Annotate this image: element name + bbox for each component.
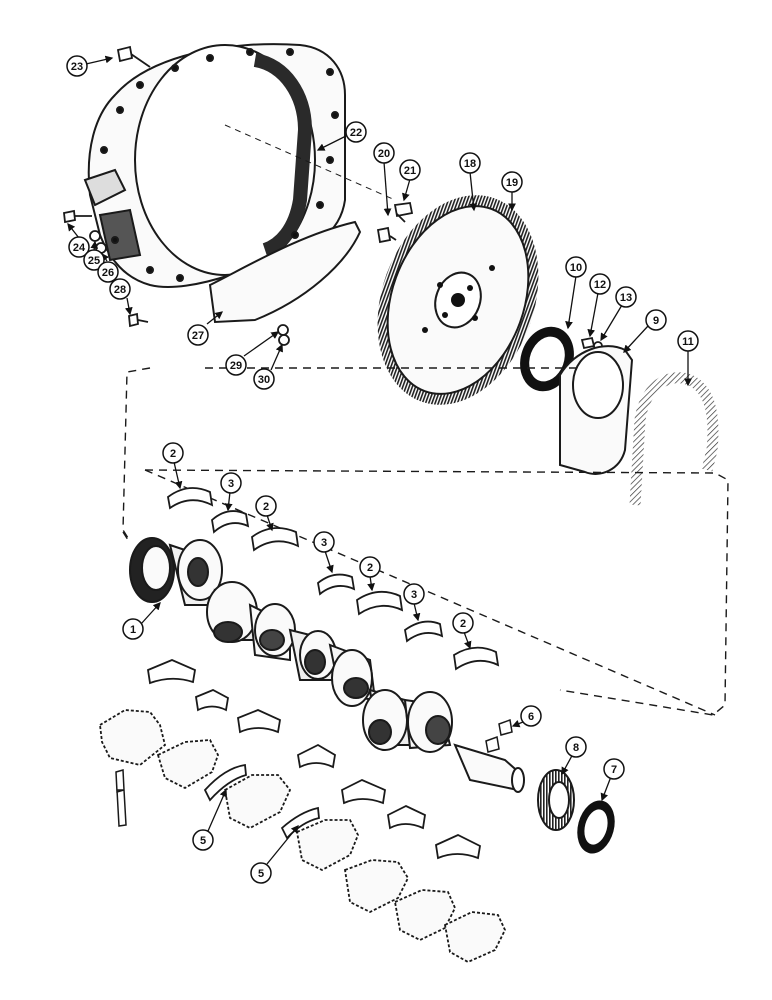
assembly-line-diagonal	[144, 469, 716, 716]
svg-text:11: 11	[682, 336, 694, 348]
callout-3a: 3	[220, 472, 242, 494]
svg-text:5: 5	[258, 868, 264, 880]
assembly-line	[122, 367, 729, 716]
svg-text:25: 25	[88, 255, 100, 267]
svg-text:3: 3	[321, 537, 327, 549]
callout-12: 12	[589, 273, 611, 295]
svg-text:2: 2	[170, 448, 176, 460]
callout-21: 21	[399, 159, 421, 181]
svg-text:10: 10	[570, 262, 582, 274]
callout-20: 20	[373, 142, 395, 164]
front-seal	[577, 800, 615, 854]
crank-gear	[537, 769, 575, 831]
callout-5b: 5	[250, 862, 272, 884]
svg-text:3: 3	[228, 478, 234, 490]
svg-text:30: 30	[258, 374, 270, 386]
svg-text:20: 20	[378, 148, 390, 160]
svg-text:12: 12	[594, 279, 606, 291]
callout-22: 22	[345, 121, 367, 143]
svg-text:18: 18	[464, 158, 476, 170]
callout-26: 26	[97, 261, 119, 283]
svg-text:1: 1	[130, 624, 136, 636]
callout-3b: 3	[313, 531, 335, 553]
callout-2c: 2	[359, 556, 381, 578]
callout-2d: 2	[452, 612, 474, 634]
svg-text:8: 8	[573, 742, 579, 754]
callout-23: 23	[66, 55, 88, 77]
svg-text:27: 27	[192, 330, 204, 342]
callout-13: 13	[615, 286, 637, 308]
callout-2a: 2	[162, 442, 184, 464]
svg-text:24: 24	[73, 242, 86, 254]
flywheel-housing-axis	[224, 124, 396, 201]
svg-text:3: 3	[411, 589, 417, 601]
callout-6: 6	[520, 705, 542, 727]
svg-text:6: 6	[528, 711, 534, 723]
callout-24: 24	[68, 236, 90, 258]
svg-text:21: 21	[404, 165, 416, 177]
callout-30: 30	[253, 368, 275, 390]
callout-11: 11	[677, 330, 699, 352]
keys	[485, 718, 513, 753]
svg-text:13: 13	[620, 292, 632, 304]
seal-retainer-bore	[572, 351, 624, 419]
callout-9: 9	[645, 309, 667, 331]
gasket	[629, 372, 719, 506]
svg-text:29: 29	[230, 360, 242, 372]
callout-5a: 5	[192, 829, 214, 851]
crankshaft	[129, 537, 525, 793]
callout-8: 8	[565, 736, 587, 758]
callouts: 23 22 20 21 18 19 24 25 26 28 27 29 30 1…	[66, 55, 699, 884]
callout-19: 19	[501, 171, 523, 193]
upper-bearing-shells	[167, 487, 500, 671]
svg-text:26: 26	[102, 267, 114, 279]
callout-29: 29	[225, 354, 247, 376]
main-bearing-caps	[99, 709, 506, 964]
flywheel-housing	[83, 43, 346, 288]
svg-text:19: 19	[506, 177, 518, 189]
svg-text:2: 2	[263, 501, 269, 513]
svg-text:5: 5	[200, 835, 206, 847]
lower-bearing-shells	[147, 659, 481, 860]
callout-25: 25	[83, 249, 105, 271]
callout-7: 7	[603, 758, 625, 780]
cover-plate	[208, 220, 362, 324]
svg-text:2: 2	[460, 618, 466, 630]
svg-text:28: 28	[114, 284, 126, 296]
svg-text:7: 7	[611, 764, 617, 776]
callout-2b: 2	[255, 495, 277, 517]
svg-text:22: 22	[350, 127, 362, 139]
cap-bolt	[115, 769, 127, 827]
svg-text:2: 2	[367, 562, 373, 574]
flywheel	[377, 195, 539, 405]
callout-27: 27	[187, 324, 209, 346]
svg-text:23: 23	[71, 61, 83, 73]
callout-3c: 3	[403, 583, 425, 605]
callout-1: 1	[122, 618, 144, 640]
callout-10: 10	[565, 256, 587, 278]
svg-text:9: 9	[653, 315, 659, 327]
callout-18: 18	[459, 152, 481, 174]
callout-28: 28	[109, 278, 131, 300]
